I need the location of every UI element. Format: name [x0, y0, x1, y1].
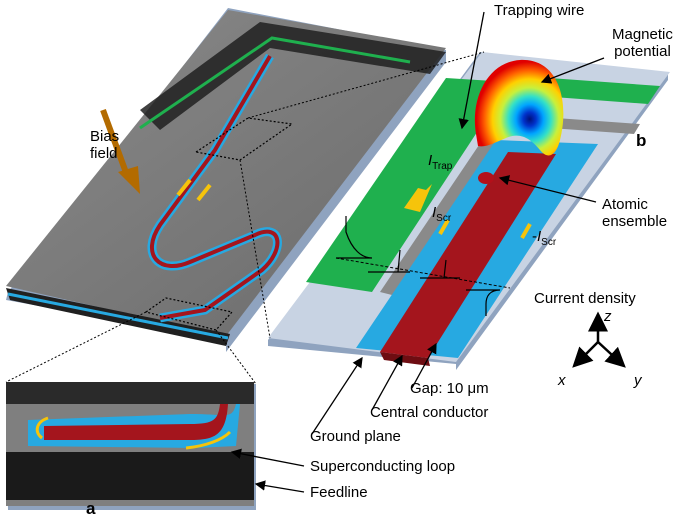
axis-x-label: x [558, 372, 566, 389]
chip-bottom-blue-line [7, 292, 229, 340]
leader-trapping-wire [458, 11, 485, 130]
zoom-line [247, 51, 485, 119]
gray-band [380, 96, 528, 296]
chip-top-green-line [139, 36, 411, 130]
leader-gap [411, 342, 437, 389]
feedline-label: Feedline [310, 484, 368, 501]
atomic-ensemble [478, 172, 494, 184]
trap-wire [306, 78, 510, 292]
ground-plane-label: Ground plane [310, 428, 401, 445]
inset-image [6, 382, 256, 510]
zoom-line [215, 329, 257, 385]
leader-ground-plane [311, 356, 363, 435]
i-scr2-label: -IScr [532, 228, 557, 248]
magnetic-potential-blob [474, 59, 564, 156]
central-conductor [380, 152, 556, 358]
zoom-box-top [194, 117, 294, 161]
atomic-ensemble-label: Atomic ensemble [602, 196, 668, 230]
current-density-axis [335, 257, 511, 289]
inset-loop-red [44, 404, 228, 440]
panel-label-a: a [86, 499, 96, 518]
inset-dark-band-top [6, 382, 254, 404]
bias-field-label: Bias field [90, 128, 120, 162]
current-density-curve [336, 216, 373, 259]
inset-dark-band-bottom [6, 452, 254, 500]
superconducting-loop-label: Superconducting loop [310, 458, 456, 475]
leader-feedline [254, 480, 305, 493]
i-scr-label: IScr [432, 204, 452, 224]
central-conductor-side [380, 352, 430, 366]
gap-label: Gap: 10 μm [410, 380, 489, 397]
schematic [268, 52, 670, 370]
current-density-curve [368, 249, 460, 279]
i-scr2-arrow [520, 223, 532, 239]
inset-current-arrow [185, 430, 232, 450]
magnetic-potential-label: Magnetic potential [612, 26, 673, 60]
trapping-wire-label: Trapping wire [494, 2, 585, 19]
chip-surface [6, 10, 446, 336]
zoom-box-bottom [144, 297, 234, 331]
axis-z-label: z [604, 308, 612, 325]
leader-central-conductor [371, 354, 403, 411]
chip-conductor-core [149, 54, 280, 320]
central-conductor-label: Central conductor [370, 404, 489, 421]
chip-image [6, 8, 446, 352]
leader-magnetic-potential [540, 57, 605, 84]
panel-label-b: b [636, 131, 647, 150]
chip-current-bar [196, 183, 212, 202]
leader-atomic-ensemble [498, 175, 597, 203]
leader-superconducting-loop [230, 448, 305, 467]
axis-y-label: y [634, 372, 642, 389]
i-scr-arrow [438, 219, 450, 235]
chip-top-band [140, 22, 446, 130]
current-density-label: Current density [534, 290, 636, 307]
inset-current-arrow [35, 416, 49, 440]
chip-current-bar [176, 178, 192, 197]
bias-field-arrow [100, 108, 140, 194]
i-trap-label: ITrap [428, 152, 453, 172]
coordinate-axes [572, 311, 626, 368]
i-trap-arrow [404, 184, 432, 212]
current-density-curve [466, 289, 501, 316]
